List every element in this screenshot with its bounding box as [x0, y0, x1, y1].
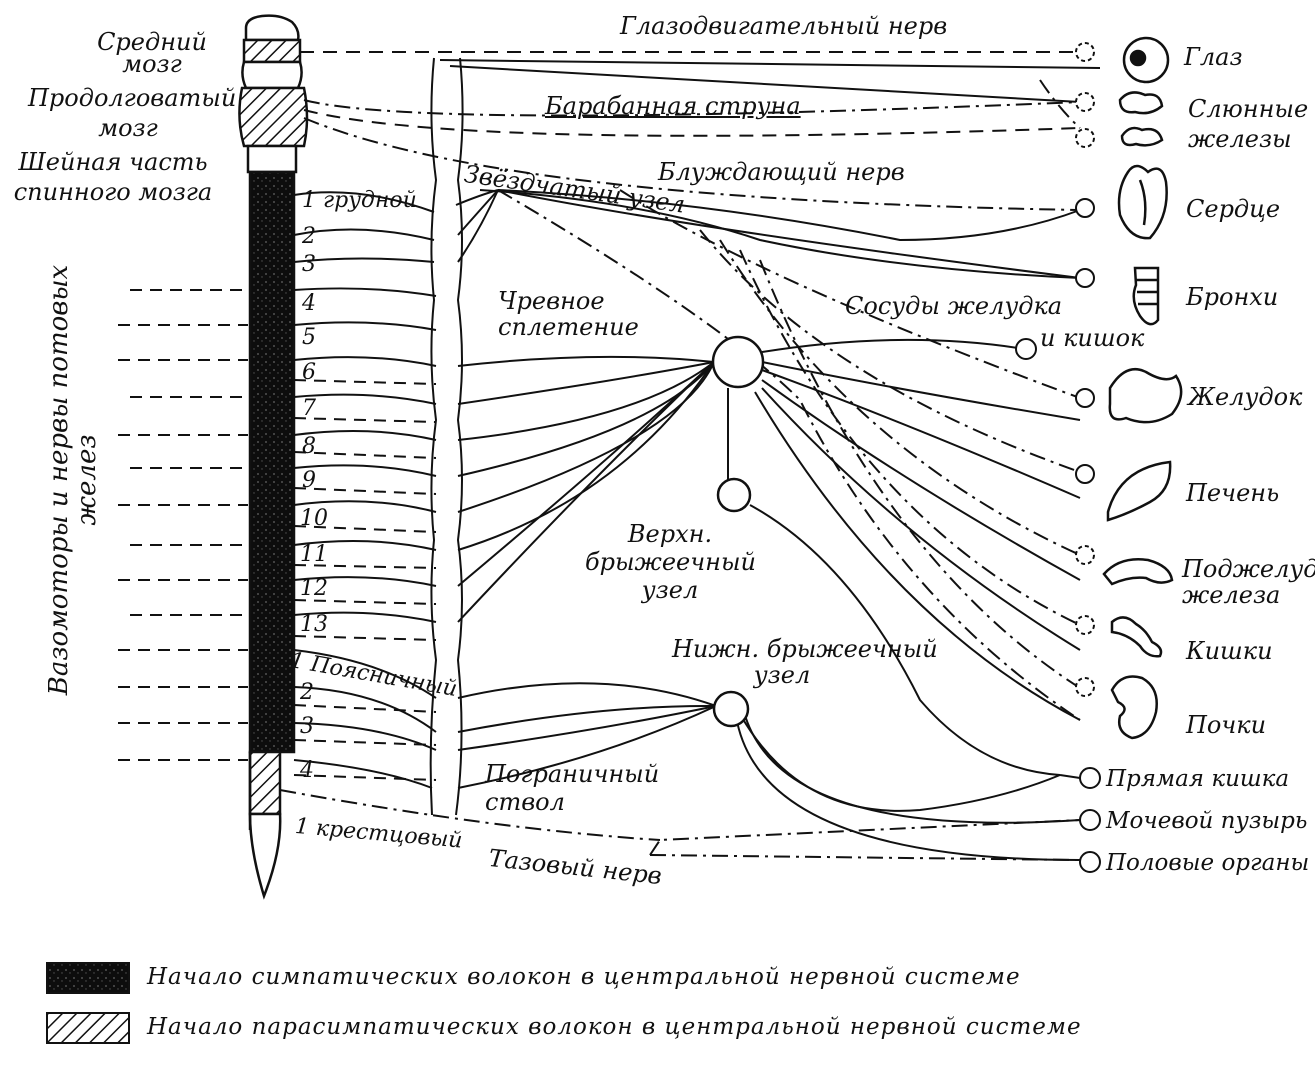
organ-salivary-label: Слюнные железы: [1188, 96, 1308, 152]
pelvic-nerve: [279, 789, 1081, 861]
vessels-label-2: и кишок: [1040, 324, 1145, 352]
organ-bladder-label: Мочевой пузырь: [1106, 808, 1308, 834]
thoracic-seg-13: 13: [300, 612, 328, 637]
thoracic-seg-1: 1 грудной: [302, 188, 417, 213]
medulla-label: Продолговатый мозг: [28, 84, 237, 142]
cervical-label: Шейная часть спинного мозга: [8, 150, 218, 204]
medulla-label-line1: Продолговатый: [28, 84, 237, 112]
legend-parasympathetic-text: Начало парасимпатических волокон в центр…: [147, 1014, 1082, 1040]
kidney-icon: [1110, 675, 1158, 740]
lumbar-seg-3: 3: [300, 714, 314, 739]
vasomotor-label-line1: Вазомоторы и нервы потовых: [44, 264, 74, 696]
celiac-plexus-line1: Чревное: [498, 287, 605, 315]
thoracic-seg-5: 5: [302, 325, 316, 350]
lumbar-seg-4: 4: [300, 758, 314, 783]
intestine-icon: [1110, 616, 1163, 658]
superior-mesenteric-label: Верхн. брыжеечный узел: [585, 520, 756, 604]
vagus-nerve-label: Блуждающий нерв: [658, 158, 905, 186]
organ-liver-label: Печень: [1186, 479, 1280, 507]
sympathetic-trunk: [429, 57, 464, 816]
inferior-mesenteric-label: Нижн. брыжеечный узел: [672, 635, 938, 689]
pancreas-icon: [1102, 558, 1174, 586]
organ-genitals-label: Половые органы: [1106, 850, 1310, 876]
superior-mesenteric-ganglion: [716, 477, 752, 513]
organ-pancreas-line1: Поджелуд.: [1182, 555, 1315, 583]
sympathetic-swatch: [46, 962, 130, 994]
cranial-nerves: [300, 51, 1101, 211]
thoracic-seg-12: 12: [300, 576, 328, 601]
vasomotor-lines: [118, 289, 248, 761]
organ-pancreas-line2: железа: [1182, 581, 1281, 609]
organ-rectum-label: Прямая кишка: [1106, 766, 1290, 792]
parasympathetic-swatch: [46, 1012, 130, 1044]
thoracic-seg-6: 6: [302, 360, 316, 385]
midbrain-label-line2: мозг: [122, 50, 182, 78]
legend-sympathetic-text: Начало симпатических волокон в центральн…: [147, 964, 1021, 990]
superior-mesenteric-line1: Верхн.: [627, 520, 713, 548]
inferior-mesenteric-ganglion: [712, 690, 750, 728]
thoracic-seg-11: 11: [300, 542, 328, 567]
oculomotor-nerve-label: Глазодвигательный нерв: [620, 12, 948, 40]
organ-bronchi-label: Бронхи: [1186, 283, 1279, 311]
medulla-label-line2: мозг: [98, 114, 158, 142]
liver-icon: [1106, 460, 1172, 522]
segment-rami: [293, 191, 437, 789]
cervical-label-line1: Шейная часть: [18, 148, 208, 176]
organ-stomach-label: Желудок: [1188, 383, 1303, 411]
legend-swatches: [46, 962, 130, 1044]
cervical-label-line2: спинного мозга: [13, 178, 213, 206]
organ-kidneys-label: Почки: [1186, 711, 1267, 739]
thoracic-seg-2: 2: [302, 224, 316, 249]
stellate-fibers: [455, 189, 1081, 721]
bronchi-icon: [1132, 266, 1160, 326]
thoracic-seg-3: 3: [302, 252, 316, 277]
inferior-mesenteric-line2: узел: [753, 661, 811, 689]
heart-icon: [1117, 164, 1168, 240]
superior-mesenteric-line3: узел: [641, 576, 699, 604]
ganglia: [711, 335, 765, 728]
midbrain-label: Средний мозг: [82, 30, 222, 76]
celiac-plexus-label: Чревное сплетение: [498, 288, 639, 340]
celiac-ganglion: [711, 335, 765, 389]
organ-salivary-line2: железы: [1188, 125, 1292, 153]
vasomotor-label: Вазомоторы и нервы потовых желез: [44, 200, 102, 760]
inferior-mesenteric-line1: Нижн. брыжеечный: [672, 635, 938, 663]
border-trunk-label: Пограничный ствол: [485, 760, 659, 816]
thoracic-seg-10: 10: [300, 506, 328, 531]
eye-icon: [1122, 36, 1170, 84]
celiac-fibers: [457, 338, 1081, 776]
organ-pancreas-label: Поджелуд. железа: [1182, 556, 1315, 608]
vessels-label: Сосуды желудка: [845, 292, 1063, 320]
thoracic-seg-7: 7: [302, 396, 316, 421]
border-trunk-line2: ствол: [485, 788, 565, 816]
organ-icons: [1102, 36, 1183, 740]
thoracic-seg-9: 9: [302, 468, 316, 493]
segment-dashed: [293, 379, 437, 781]
border-trunk-line1: Пограничный: [485, 760, 660, 788]
lumbar-seg-2: 2: [300, 680, 314, 705]
thoracic-seg-4: 4: [302, 291, 316, 316]
lumbar-fibers: [457, 682, 1081, 861]
nerve-terminals: [1015, 42, 1101, 873]
spinal-cord: [238, 14, 309, 900]
stomach-icon: [1108, 368, 1183, 424]
organ-salivary-line1: Слюнные: [1188, 95, 1309, 123]
celiac-plexus-line2: сплетение: [498, 313, 639, 341]
organ-eye-label: Глаз: [1184, 43, 1243, 71]
salivary-icon: [1118, 91, 1164, 147]
organ-intestine-label: Кишки: [1186, 637, 1273, 665]
chorda-tympani-label: Барабанная струна: [545, 92, 801, 120]
midbrain-label-line1: Средний: [97, 28, 207, 56]
superior-mesenteric-line2: брыжеечный: [585, 548, 756, 576]
vasomotor-label-line2: желез: [72, 434, 102, 526]
organ-heart-label: Сердце: [1186, 195, 1281, 223]
thoracic-seg-8: 8: [302, 434, 316, 459]
